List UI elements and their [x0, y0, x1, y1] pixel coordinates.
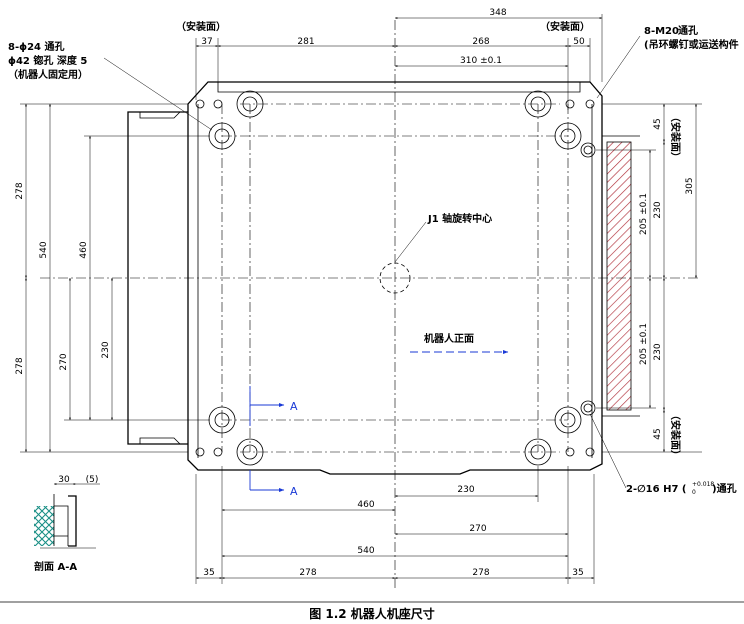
- dim-bottom-270: 270: [469, 524, 486, 534]
- dim-right-205-bottom: 205 ±0.1: [639, 323, 649, 365]
- section-detail: [34, 483, 100, 549]
- dim-348: 348: [489, 8, 506, 18]
- leader-lines: [103, 35, 641, 489]
- dim-left-270: 270: [59, 353, 69, 370]
- j1-center-mark: [379, 262, 411, 294]
- dim-right-230-top: 230: [653, 201, 663, 218]
- dim-bottom-540: 540: [357, 546, 374, 556]
- section-mark-a-bottom: A: [290, 485, 298, 498]
- hole-tl-small: [236, 90, 264, 118]
- pin-hole-end: )通孔: [712, 482, 737, 495]
- dim-sec-5: (5): [86, 475, 99, 485]
- dim-bottom-278-right: 278: [472, 568, 489, 578]
- annotation-texts: （安装面） （安装面） 8-ϕ24 通孔 ϕ42 锪孔 深度 5 （机器人固定用…: [8, 20, 739, 621]
- m20-through-label: 通孔: [678, 24, 698, 37]
- dim-50: 50: [573, 37, 585, 47]
- pin-tol-bottom: 0: [692, 489, 696, 496]
- m20-use-label: (吊环螺钉或运送构件: [644, 38, 739, 51]
- dim-right-230-bottom: 230: [653, 343, 663, 360]
- robot-fix-label: （机器人固定用）: [8, 68, 88, 81]
- dim-bottom-278-left: 278: [299, 568, 316, 578]
- pin-hole-label: 2-∅16 H7 (: [626, 484, 686, 495]
- robot-front-label: 机器人正面: [424, 332, 474, 345]
- dim-left-278-bottom: 278: [15, 357, 25, 374]
- section-mark-a-top: A: [290, 400, 298, 413]
- dim-left-460: 460: [79, 241, 89, 258]
- dimension-texts: 348 37 281 268 50 310 ±0.1 278 540 460 2…: [15, 8, 695, 578]
- section-markers: A A: [249, 386, 298, 498]
- base-plate: [127, 81, 640, 475]
- m20-label: 8-M20: [644, 26, 679, 37]
- m20-holes: [195, 99, 595, 457]
- mount-face-label-left: （安装面）: [176, 20, 226, 33]
- mount-face-hatch: [606, 141, 632, 411]
- dim-bottom-230: 230: [457, 485, 474, 495]
- mount-face-label-right: （安装面）: [540, 20, 590, 33]
- dim-bottom-35-right: 35: [572, 568, 583, 578]
- dim-left-540: 540: [39, 241, 49, 258]
- counterbore-label: ϕ42 锪孔 深度 5: [8, 54, 87, 67]
- dim-left-278-top: 278: [15, 182, 25, 199]
- mount-face-vertical-top: （安装面）: [669, 112, 682, 162]
- hole-br-small: [524, 438, 552, 466]
- section-aa-label: 剖面 A-A: [34, 560, 77, 573]
- j1-center-label: J1 轴旋转中心: [427, 212, 492, 225]
- through-hole-24-label: 8-ϕ24 通孔: [8, 40, 64, 53]
- pin-holes: [580, 142, 596, 416]
- dim-310: 310 ±0.1: [460, 56, 502, 66]
- hole-bl-small: [236, 438, 264, 466]
- pin-tol-top: +0.018: [692, 481, 714, 488]
- dim-268: 268: [472, 37, 489, 47]
- dim-right-305: 305: [685, 177, 695, 194]
- hole-br-large: [554, 406, 582, 434]
- hole-tr-large: [554, 122, 582, 150]
- dim-37: 37: [201, 37, 212, 47]
- dim-right-45-bottom: 45: [653, 428, 663, 439]
- dim-right-45-top: 45: [653, 118, 663, 129]
- figure-caption: 图 1.2 机器人机座尺寸: [309, 606, 435, 621]
- mount-face-vertical-bottom: （安装面）: [669, 410, 682, 460]
- dimension-lines: [20, 14, 702, 584]
- dim-right-205-top: 205 ±0.1: [639, 193, 649, 235]
- dim-bottom-460: 460: [357, 500, 374, 510]
- dim-sec-30: 30: [58, 475, 70, 485]
- dim-281: 281: [297, 37, 314, 47]
- dim-left-230: 230: [101, 341, 111, 358]
- hole-tr-small: [524, 90, 552, 118]
- dim-bottom-35-left: 35: [203, 568, 214, 578]
